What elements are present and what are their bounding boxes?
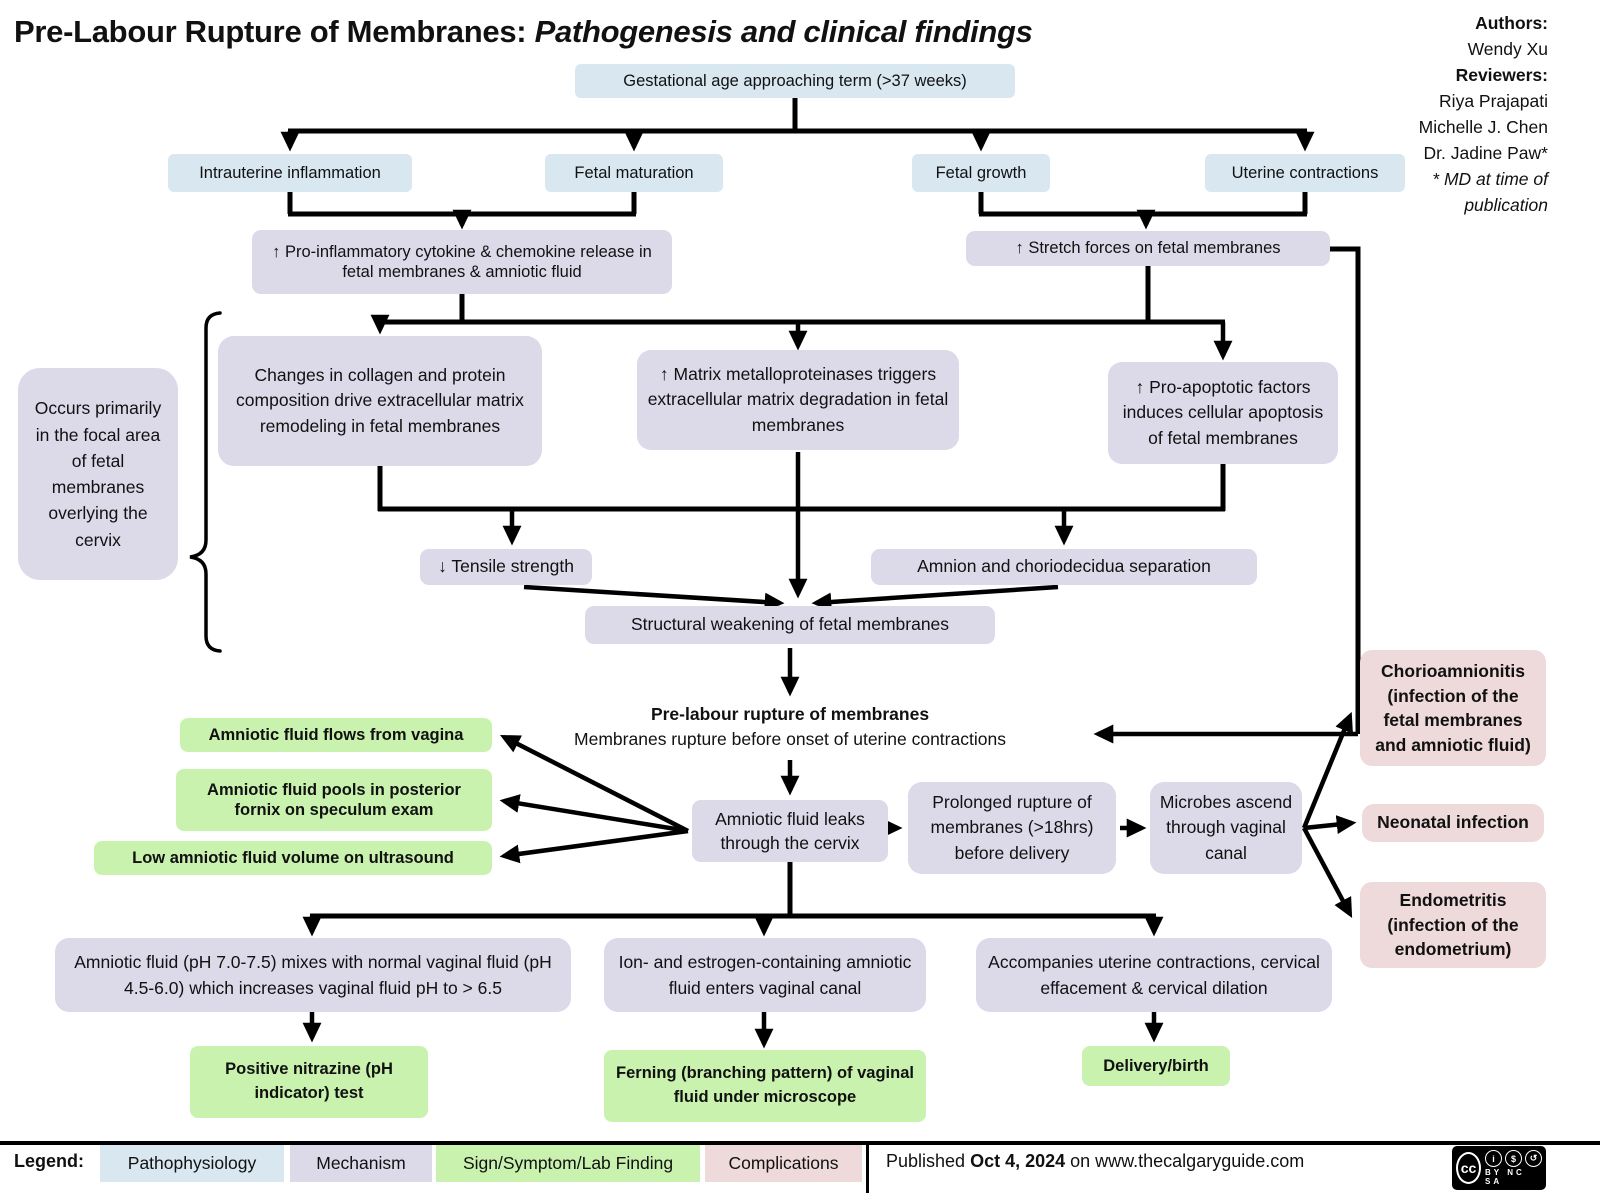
- cc-logo-icon: cc: [1456, 1152, 1481, 1184]
- node-fetal-maturation: Fetal maturation: [545, 154, 723, 192]
- legend-label: Legend:: [14, 1151, 84, 1171]
- node-amnion-separation: Amnion and choriodecidua separation: [871, 549, 1257, 585]
- node-ph-mix: Amniotic fluid (pH 7.0-7.5) mixes with n…: [55, 938, 571, 1012]
- node-occurs-note: Occurs primarily in the focal area of fe…: [18, 368, 178, 580]
- node-low-fluid-volume: Low amniotic fluid volume on ultrasound: [94, 841, 492, 875]
- node-stretch-forces: ↑ Stretch forces on fetal membranes: [966, 231, 1330, 266]
- node-neonatal-infection: Neonatal infection: [1362, 804, 1544, 842]
- credits-block: Authors: Wendy Xu Reviewers: Riya Prajap…: [1328, 10, 1548, 218]
- legend-vertical-divider: [866, 1141, 869, 1193]
- node-fluid-leaks-cervix: Amniotic fluid leaks through the cervix: [692, 800, 888, 862]
- md-note: * MD at time of publication: [1432, 169, 1548, 215]
- node-structural-weakening: Structural weakening of fetal membranes: [585, 606, 995, 644]
- page-title: Pre-Labour Rupture of Membranes: Pathoge…: [14, 14, 1033, 50]
- reviewer-name: Riya Prajapati: [1439, 91, 1548, 111]
- node-prolonged-rupture: Prolonged rupture of membranes (>18hrs) …: [908, 782, 1116, 874]
- legend-divider-line: [0, 1141, 1600, 1145]
- page-title-main: Pre-Labour Rupture of Membranes:: [14, 14, 527, 49]
- reviewers-label: Reviewers:: [1455, 65, 1548, 85]
- legend-sign-symptom: Sign/Symptom/Lab Finding: [436, 1145, 700, 1182]
- node-collagen-changes: Changes in collagen and protein composit…: [218, 336, 542, 466]
- legend-mechanism: Mechanism: [290, 1145, 432, 1182]
- legend-complications: Complications: [705, 1145, 862, 1182]
- published-date: Oct 4, 2024: [970, 1151, 1066, 1171]
- node-accompanies-contractions: Accompanies uterine contractions, cervic…: [976, 938, 1332, 1012]
- prelabour-subtitle: Membranes rupture before onset of uterin…: [574, 729, 1006, 749]
- reviewer-name: Michelle J. Chen: [1418, 117, 1548, 137]
- published-prefix: Published: [886, 1151, 971, 1171]
- published-site: on www.thecalgaryguide.com: [1065, 1151, 1305, 1171]
- node-pro-inflammatory: ↑ Pro-inflammatory cytokine & chemokine …: [252, 230, 672, 294]
- cc-license-badge: cc i $ ↺ BY NC SA: [1452, 1146, 1546, 1190]
- legend-pathophysiology: Pathophysiology: [100, 1145, 284, 1182]
- node-endometritis: Endometritis (infection of the endometri…: [1360, 882, 1546, 968]
- node-gestational-age: Gestational age approaching term (>37 we…: [575, 64, 1015, 98]
- node-ion-estrogen: Ion- and estrogen-containing amniotic fl…: [604, 938, 926, 1012]
- reviewer-name: Dr. Jadine Paw*: [1423, 143, 1548, 163]
- occurs-brace: [189, 311, 222, 653]
- node-ferning-test: Ferning (branching pattern) of vaginal f…: [604, 1050, 926, 1122]
- non-commercial-icon: $: [1505, 1150, 1522, 1167]
- node-delivery-birth: Delivery/birth: [1082, 1046, 1230, 1086]
- node-nitrazine-test: Positive nitrazine (pH indicator) test: [190, 1046, 428, 1118]
- node-intrauterine-inflammation: Intrauterine inflammation: [168, 154, 412, 192]
- page-title-italic: Pathogenesis and clinical findings: [526, 14, 1033, 49]
- share-alike-icon: ↺: [1525, 1150, 1542, 1167]
- prelabour-title: Pre-labour rupture of membranes: [650, 704, 930, 724]
- node-fluid-flows-vagina: Amniotic fluid flows from vagina: [180, 718, 492, 752]
- node-pro-apoptotic: ↑ Pro-apoptotic factors induces cellular…: [1108, 362, 1338, 464]
- node-tensile-strength: ↓ Tensile strength: [420, 549, 592, 585]
- node-fluid-pools-fornix: Amniotic fluid pools in posterior fornix…: [176, 769, 492, 831]
- authors-label: Authors:: [1475, 13, 1548, 33]
- node-fetal-growth: Fetal growth: [912, 154, 1050, 192]
- attribution-icon: i: [1485, 1150, 1502, 1167]
- node-matrix-metalloproteinases: ↑ Matrix metalloproteinases triggers ext…: [637, 350, 959, 450]
- cc-terms-text: BY NC SA: [1485, 1168, 1525, 1186]
- author-name: Wendy Xu: [1467, 39, 1548, 59]
- node-chorioamnionitis: Chorioamnionitis (infection of the fetal…: [1360, 650, 1546, 766]
- published-line: Published Oct 4, 2024 on www.thecalgaryg…: [886, 1151, 1304, 1172]
- node-uterine-contractions: Uterine contractions: [1205, 154, 1405, 192]
- node-prelabour-rupture: Pre-labour rupture of membranes Membrane…: [520, 702, 1060, 752]
- node-microbes-ascend: Microbes ascend through vaginal canal: [1150, 782, 1302, 874]
